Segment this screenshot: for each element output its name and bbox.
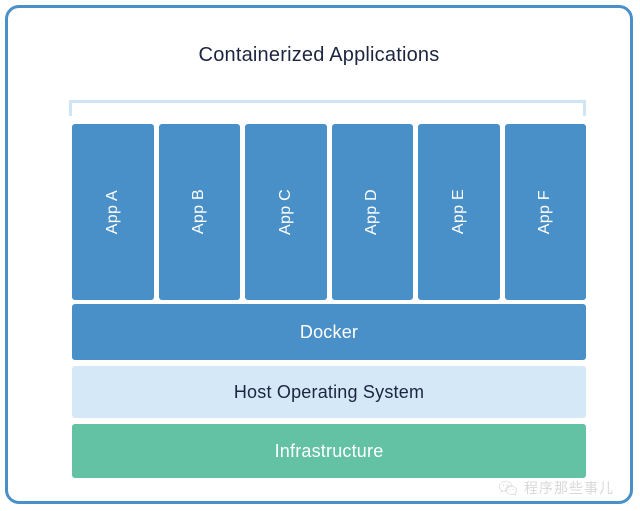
layer-docker[interactable]: Docker xyxy=(72,304,586,360)
wechat-icon xyxy=(498,480,518,497)
app-box-b[interactable]: App B xyxy=(158,124,240,300)
diagram-card: Containerized Applications App A App B A… xyxy=(5,5,633,504)
page-title: Containerized Applications xyxy=(198,44,440,66)
layer-infrastructure[interactable]: Infrastructure xyxy=(72,424,586,478)
app-group-bracket xyxy=(69,100,586,116)
app-box-a[interactable]: App A xyxy=(72,124,154,300)
app-label: App C xyxy=(276,189,294,235)
app-label: App B xyxy=(190,189,208,235)
watermark: 程序那些事儿 xyxy=(498,478,614,498)
layer-host-operating-system[interactable]: Host Operating System xyxy=(72,366,586,418)
app-box-e[interactable]: App E xyxy=(418,124,500,300)
app-box-d[interactable]: App D xyxy=(331,124,413,300)
app-label: App F xyxy=(536,189,554,235)
app-label: App A xyxy=(103,189,121,235)
watermark-text: 程序那些事儿 xyxy=(524,481,614,497)
app-box-c[interactable]: App C xyxy=(245,124,327,300)
app-label: App E xyxy=(449,189,467,235)
app-box-f[interactable]: App F xyxy=(504,124,586,300)
app-row: App A App B App C App D App E App F xyxy=(72,124,586,300)
app-label: App D xyxy=(363,189,381,235)
